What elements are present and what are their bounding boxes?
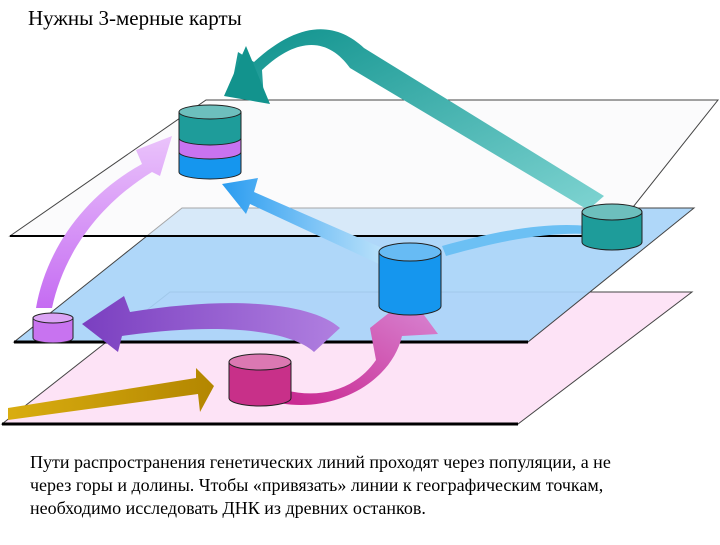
teal-migration-arrow bbox=[230, 29, 604, 211]
middle-blue-cylinder-top bbox=[378, 242, 442, 262]
small-violet-cylinder-body bbox=[32, 317, 74, 344]
right-teal-cylinder-top bbox=[581, 203, 643, 221]
caption-text: Пути распространения генетических линий … bbox=[30, 451, 700, 520]
bottom-magenta-cylinder-body bbox=[228, 361, 292, 407]
bottom-magenta-cylinder-top bbox=[228, 353, 292, 371]
stack-cylinder-teal-top bbox=[178, 104, 242, 120]
right-teal-cylinder-body bbox=[581, 211, 643, 251]
violet-migration-arrow bbox=[36, 136, 172, 308]
magenta-migration-arrow bbox=[260, 296, 438, 406]
middle-blue-cylinder-body bbox=[378, 251, 442, 316]
small-violet-cylinder-top bbox=[32, 312, 74, 324]
middle-blue-cylinder bbox=[378, 242, 442, 316]
gold-migration-arrow bbox=[8, 368, 214, 420]
population-cylinders bbox=[32, 104, 643, 407]
blue-migration-arrow bbox=[222, 178, 396, 270]
slide-title: Нужны 3-мерные карты bbox=[28, 6, 242, 30]
purple-migration-arrow bbox=[82, 296, 340, 352]
caption-line-2: через горы и долины. Чтобы «привязать» л… bbox=[30, 475, 604, 495]
bottom-magenta-cylinder bbox=[228, 353, 292, 407]
teal-arrowhead bbox=[224, 46, 270, 104]
right-teal-cylinder bbox=[581, 203, 643, 251]
stack-cylinder-teal-body bbox=[178, 111, 242, 146]
blue-thin-arrow bbox=[442, 216, 606, 256]
caption-line-1: Пути распространения генетических линий … bbox=[30, 452, 611, 472]
caption-line-3: необходимо исследовать ДНК из древних ос… bbox=[30, 498, 426, 518]
stack-cylinder-teal bbox=[178, 104, 242, 146]
small-violet-cylinder bbox=[32, 312, 74, 344]
